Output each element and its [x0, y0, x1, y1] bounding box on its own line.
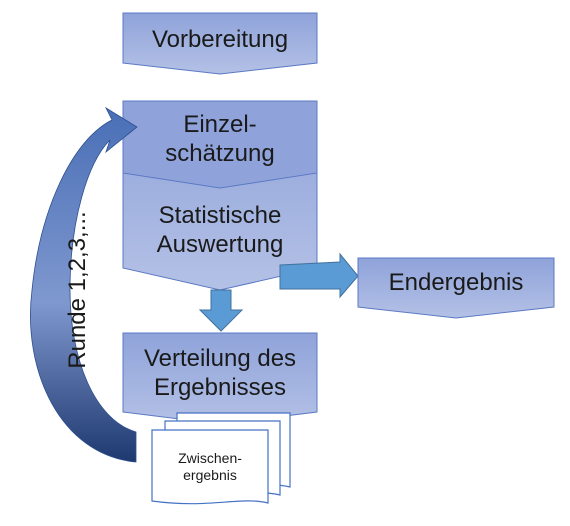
distribution-text-line2: Ergebnisses	[153, 374, 287, 401]
interim-documents	[151, 412, 291, 505]
interim-text-line2: ergebnis	[183, 467, 237, 483]
interim-text-line1: Zwischen-	[178, 449, 242, 466]
analysis-text-line2: Auswertung	[156, 231, 284, 258]
distribution-label: Verteilung des Ergebnisses	[123, 336, 317, 410]
interim-label: Zwischen- ergebnis	[152, 440, 268, 494]
analysis-label: Statistische Auswertung	[123, 195, 317, 265]
final-result-box	[357, 257, 555, 319]
analysis-text-line1: Statistische	[158, 201, 282, 229]
estimate-text-line2: schätzung	[165, 140, 275, 167]
right-arrow	[279, 252, 359, 299]
distribution-text-line1: Verteilung des	[143, 344, 297, 372]
preparation-box	[122, 12, 318, 75]
preparation-label: Vorbereitung	[123, 18, 317, 62]
rounds-label: Runde 1,2,3,...	[64, 211, 91, 369]
estimate-label: Einzel- schätzung	[123, 104, 317, 174]
estimate-box	[122, 100, 318, 189]
estimate-text-line1: Einzel-	[183, 110, 257, 138]
loop-arrow	[30, 106, 138, 463]
final-result-text: Endergebnis	[388, 269, 524, 297]
down-arrow	[198, 289, 244, 332]
interim-document	[151, 429, 269, 505]
preparation-text: Vorbereitung	[151, 26, 289, 54]
final-result-label: Endergebnis	[358, 260, 554, 306]
